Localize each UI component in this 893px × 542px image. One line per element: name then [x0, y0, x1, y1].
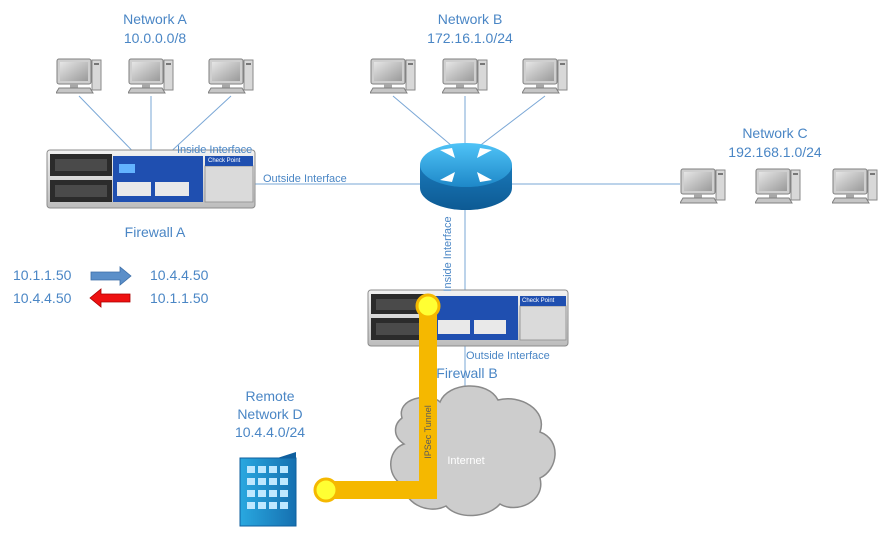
network-a-name: Network A — [123, 11, 187, 27]
firewall-a-outside-label: Outside Interface — [263, 173, 347, 185]
network-d-line2: Network D — [237, 406, 303, 422]
network-a-subnet: 10.0.0.0/8 — [123, 30, 187, 46]
network-b-subnet: 172.16.1.0/24 — [427, 30, 513, 46]
firewall-a-inside-label: Inside Interface — [177, 144, 253, 156]
computer-icon — [208, 58, 254, 94]
fwb-brand: Check Point — [522, 298, 555, 304]
network-c-subnet: 192.168.1.0/24 — [728, 144, 822, 160]
network-c-name: Network C — [742, 125, 808, 141]
network-b-name: Network B — [437, 11, 503, 27]
computer-icon — [56, 58, 102, 94]
computer-icon — [680, 168, 726, 204]
network-d-line1: Remote — [245, 388, 295, 404]
computer-icon — [442, 58, 488, 94]
computer-icon — [128, 58, 174, 94]
firewall-a-label: Firewall A — [124, 224, 186, 240]
connection-lines — [78, 95, 680, 410]
computer-icon — [755, 168, 801, 204]
network-d-subnet: 10.4.4.0/24 — [234, 424, 306, 440]
flow-2-destination: 10.1.1.50 — [150, 290, 209, 306]
computer-icon — [370, 58, 416, 94]
router-arrows-icon — [440, 148, 492, 182]
flow-1-destination: 10.4.4.50 — [150, 267, 209, 283]
router-icon — [420, 143, 512, 210]
firewall-b-inside-label: Inside Interface — [442, 216, 454, 292]
tunnel-endpoint-firewall — [415, 293, 441, 319]
flow-arrows — [89, 266, 132, 308]
arrow-right-icon — [90, 266, 132, 286]
ipsec-tunnel-pipe — [326, 306, 437, 499]
fwa-brand: Check Point — [208, 158, 241, 164]
fw-brand-labels: Check Point Check Point — [208, 158, 555, 304]
computer-icon — [832, 168, 878, 204]
arrow-left-icon — [89, 288, 131, 308]
ipsec-tunnel-label: IPSec Tunnel — [423, 405, 433, 459]
remote-building-icon — [239, 452, 297, 527]
network-b-computers — [370, 58, 568, 94]
computer-icon — [522, 58, 568, 94]
network-a-computers — [56, 58, 254, 94]
firewall-b-label: Firewall B — [436, 365, 498, 381]
ipsec-tunnel — [313, 293, 441, 503]
tunnel-endpoint-remote — [313, 477, 339, 503]
firewall-a-icon — [46, 149, 256, 209]
flow-1-source: 10.1.1.50 — [13, 267, 72, 283]
flow-2-source: 10.4.4.50 — [13, 290, 72, 306]
internet-label: Internet — [447, 455, 485, 467]
firewall-b-outside-label: Outside Interface — [466, 350, 550, 362]
network-c-computers — [680, 168, 878, 204]
